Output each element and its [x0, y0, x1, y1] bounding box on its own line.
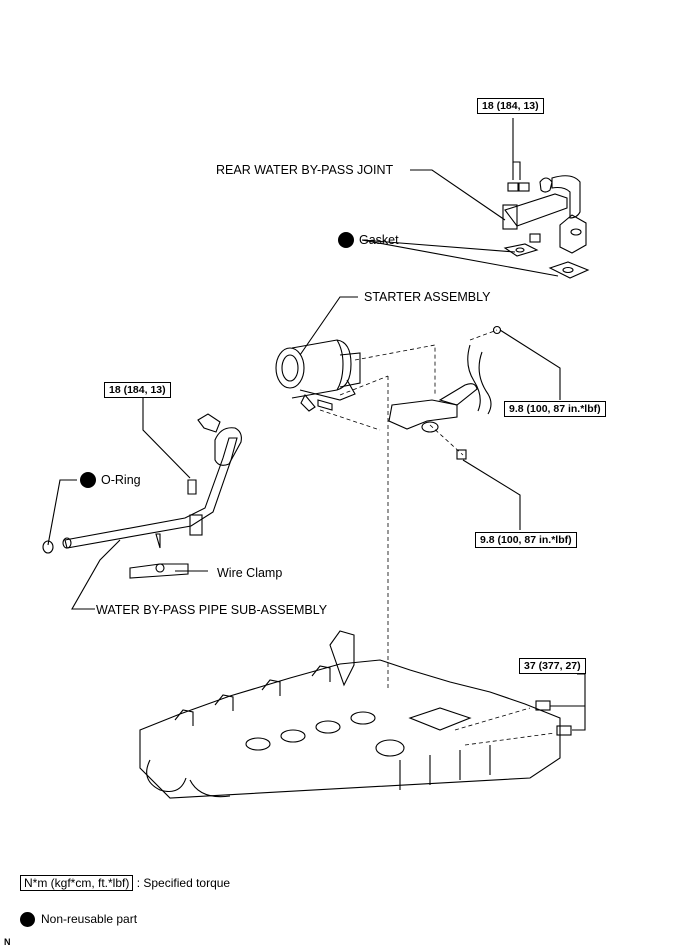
engine-block-drawing: [139, 630, 572, 799]
legend-torque-unit: N*m (kgf*cm, ft.*lbf): [20, 875, 134, 891]
legend-dots: [80, 232, 354, 488]
leader-lines: [47, 118, 586, 731]
legend-non-reusable: Non-reusable part: [20, 912, 138, 928]
water-bypass-pipe-drawing: [42, 413, 242, 579]
water-bypass-pipe-label: WATER BY-PASS PIPE SUB-ASSEMBLY: [96, 603, 328, 617]
o-ring-label: O-Ring: [101, 473, 141, 487]
torque-starter-bolt-upper: 9.8 (100, 87 in.*lbf): [504, 401, 606, 417]
starter-assembly-drawing: [275, 325, 502, 460]
rear-water-bypass-joint-drawing: [502, 175, 590, 279]
torque-starter-nut-lower: 9.8 (100, 87 in.*lbf): [475, 532, 577, 548]
gasket-label: Gasket: [359, 233, 399, 247]
legend-torque-desc: : Specified torque: [136, 876, 231, 890]
starter-assembly-label: STARTER ASSEMBLY: [364, 290, 491, 304]
wire-clamp-label: Wire Clamp: [217, 566, 283, 580]
torque-pipe-bolt: 18 (184, 13): [104, 382, 171, 398]
rear-water-bypass-joint-label: REAR WATER BY-PASS JOINT: [216, 163, 394, 177]
legend-non-reusable-text: Non-reusable part: [41, 912, 138, 926]
torque-joint-bolt: 18 (184, 13): [477, 98, 544, 114]
corner-mark: N: [4, 937, 11, 947]
legend-torque: N*m (kgf*cm, ft.*lbf) : Specified torque: [20, 875, 231, 891]
non-reusable-dot-icon: [20, 912, 35, 928]
alignment-lines: [319, 329, 556, 746]
torque-block-bolts: 37 (377, 27): [519, 658, 586, 674]
